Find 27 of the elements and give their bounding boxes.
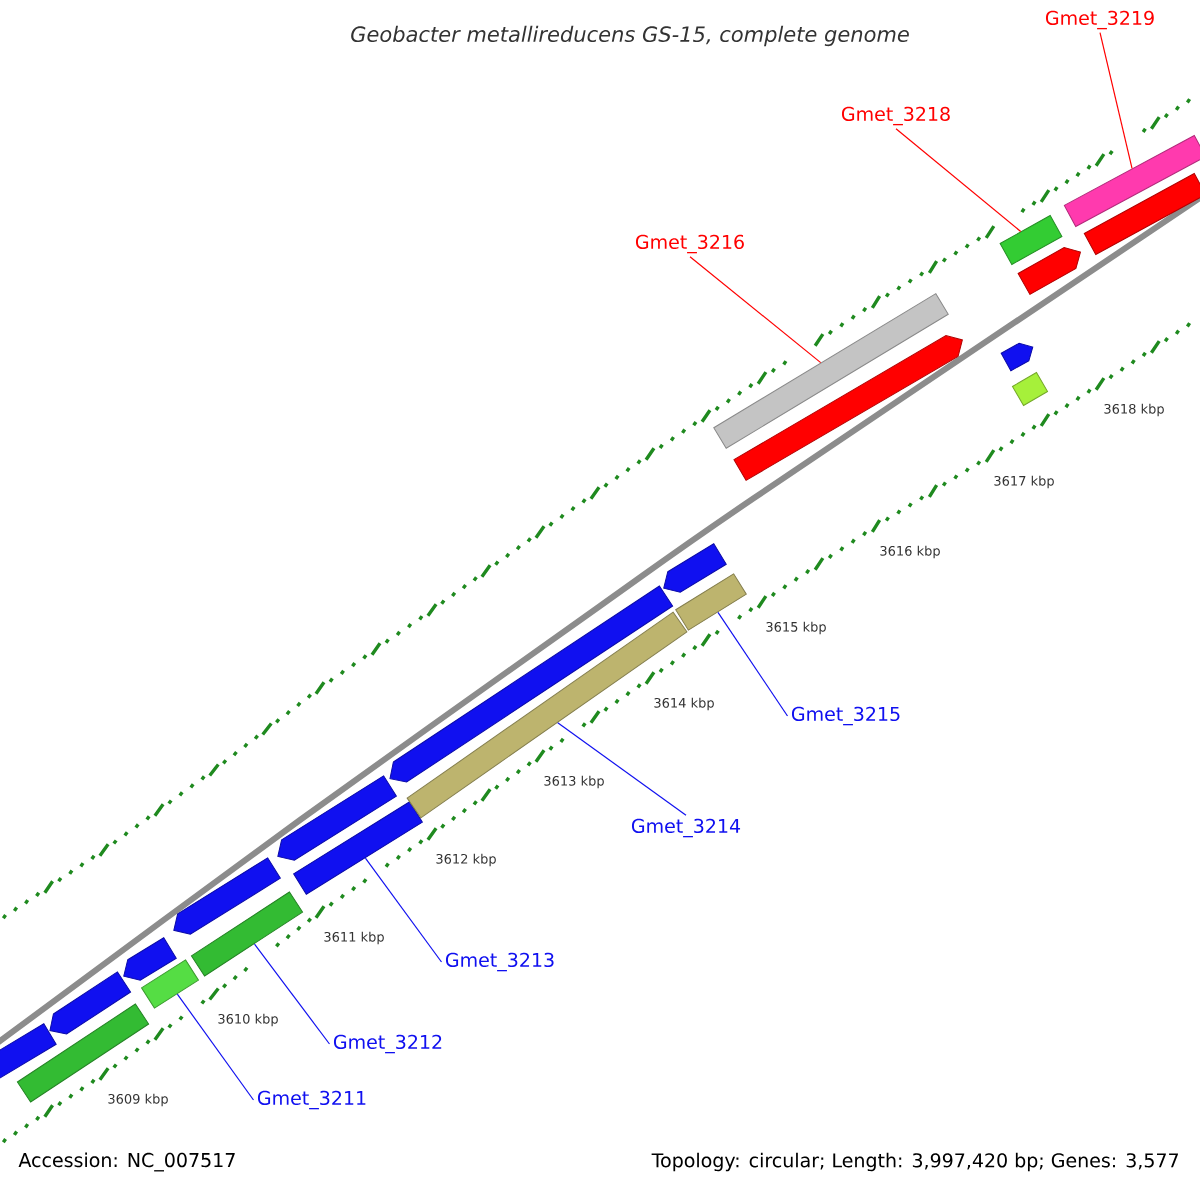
title: Geobacter metallireducens GS-15, complete genome	[351, 25, 909, 47]
footer-text: Topology: circular; Length: 3,997,420 bp; Genes: 3,577	[651, 1152, 1178, 1172]
gene-label: Gmet_3218	[841, 106, 950, 126]
leader-line	[689, 256, 822, 364]
gene-label: Gmet_3216	[635, 234, 744, 254]
gene-bar	[675, 573, 747, 631]
gene-label: Gmet_3213	[445, 952, 554, 972]
gene-bar	[999, 215, 1063, 265]
gene-bar	[141, 959, 199, 1009]
gene-label: Gmet_3211	[257, 1090, 366, 1110]
footer-text: Accession: NC_007517	[18, 1152, 235, 1172]
leader-line	[717, 611, 789, 717]
leader-line	[253, 943, 331, 1045]
leader-line	[557, 722, 687, 816]
gene-bar	[1063, 134, 1200, 228]
gene-bar	[406, 611, 688, 819]
gene-label: Gmet_3219	[1045, 10, 1154, 30]
gene-label: Gmet_3212	[333, 1034, 442, 1054]
gene-bar	[190, 891, 304, 977]
leader-line	[1099, 32, 1133, 169]
gene-label: Gmet_3214	[631, 818, 741, 838]
gene-label: Gmet_3215	[791, 706, 900, 726]
gene-bar	[713, 293, 949, 449]
leader-line	[176, 993, 255, 1101]
leader-line	[364, 857, 443, 963]
leader-line	[895, 128, 1022, 233]
gene-bar	[293, 801, 423, 895]
